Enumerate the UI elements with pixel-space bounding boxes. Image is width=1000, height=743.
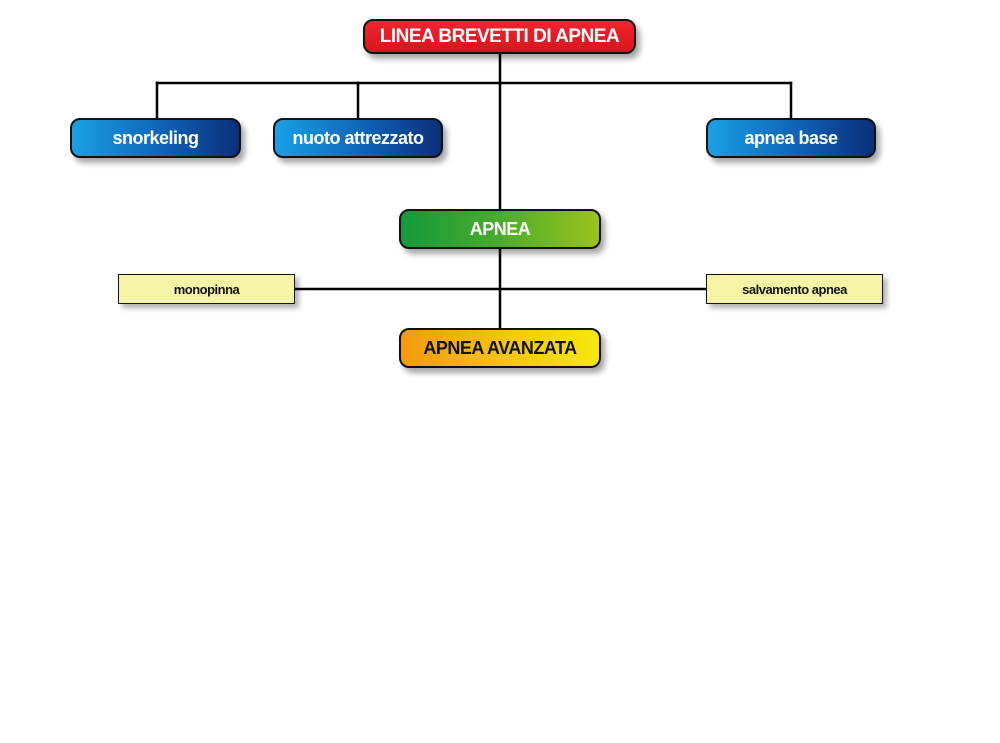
course-label-nuoto-attrezzato: nuoto attrezzato — [292, 127, 425, 148]
course-box-apnea: APNEA — [399, 209, 601, 249]
course-box-apnea-avanzata: APNEA AVANZATA — [399, 328, 601, 368]
course-box-apnea-base: apnea base — [706, 118, 876, 158]
diagram-title-box: LINEA BREVETTI DI APNEA — [363, 19, 636, 54]
course-label-apnea: APNEA — [469, 218, 531, 239]
course-label-apnea-avanzata: APNEA AVANZATA — [423, 337, 577, 358]
course-label-snorkeling: snorkeling — [112, 127, 199, 148]
course-box-nuoto-attrezzato: nuoto attrezzato — [273, 118, 443, 158]
specialty-label-salvamento-apnea: salvamento apnea — [742, 281, 847, 297]
diagram-title: LINEA BREVETTI DI APNEA — [379, 25, 620, 47]
specialty-box-monopinna: monopinna — [118, 274, 295, 304]
specialty-label-monopinna: monopinna — [173, 281, 240, 297]
course-label-apnea-base: apnea base — [744, 127, 838, 148]
course-box-snorkeling: snorkeling — [70, 118, 241, 158]
specialty-box-salvamento-apnea: salvamento apnea — [706, 274, 883, 304]
